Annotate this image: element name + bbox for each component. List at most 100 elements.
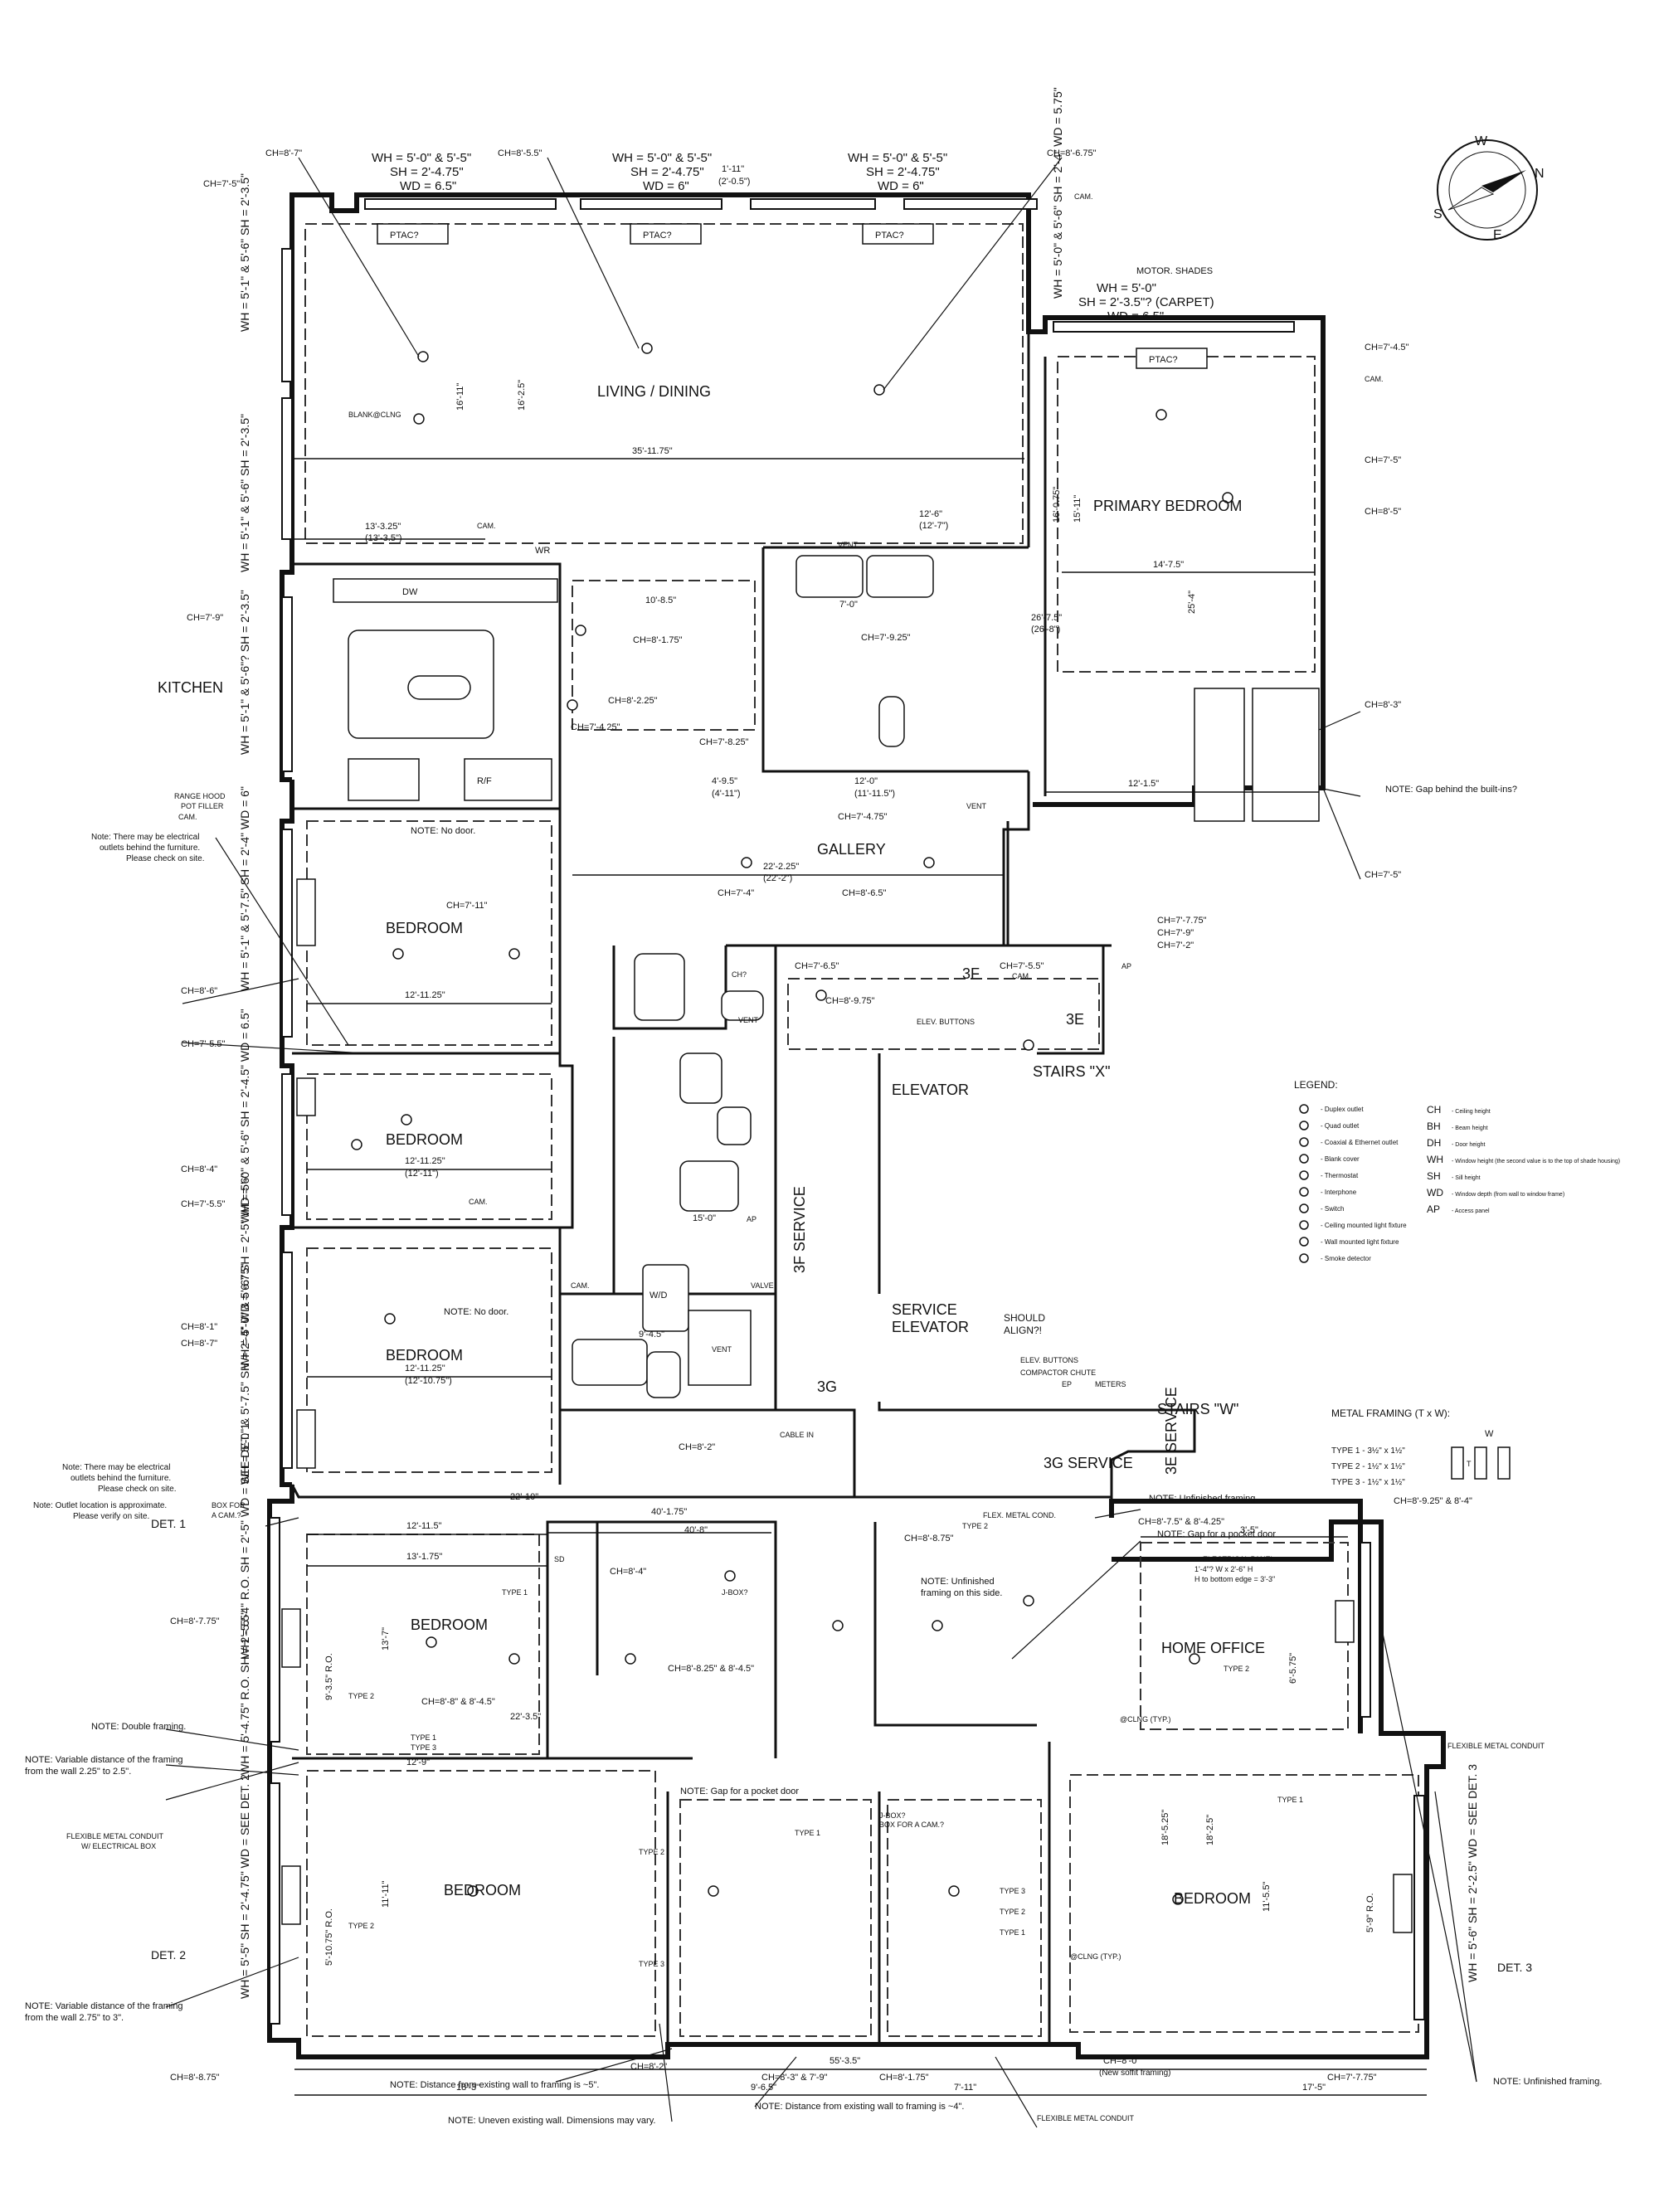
dim-27: 12'-11.5" (406, 1521, 442, 1531)
legend-item-5: - Interphone (1321, 1189, 1357, 1196)
dim-50: 15'-0" (693, 1213, 716, 1223)
ch-18: CH=8'-8.75" (170, 2073, 220, 2083)
dim-18: (4'-11") (712, 789, 741, 799)
dim-31: 22'-3.5" (510, 1712, 541, 1722)
note-uneven-wall: NOTE: Uneven existing wall. Dimensions m… (448, 2116, 655, 2126)
framing-type-3: TYPE 3 - 1½" x 1½" (1331, 1478, 1405, 1487)
cam-label-2: CAM. (1365, 375, 1384, 383)
ceiling-light-icon (384, 1313, 396, 1325)
ch-39: CH=8'-2" (679, 1442, 715, 1452)
room-bedroom-6: BEDROOM (1174, 1890, 1251, 1907)
type1-label-1: TYPE 1 (502, 1588, 528, 1597)
note-soffit: (New soffit framing) (1099, 2069, 1171, 2078)
dim-13: (26'-8") (1031, 625, 1060, 634)
window-spec-pb2: SH = 2'-3.5"? (CARPET) (1078, 295, 1214, 309)
room-bedroom-1: BEDROOM (386, 920, 463, 936)
window-spec-v2: WH = 5'-1" & 5'-6" SH = 2'-3.5" (238, 414, 251, 572)
window-spec-v6: WH = 5'-0" & 5'-6" SH = 2'-5" WD = 6" (238, 1174, 251, 1369)
ap-label-2: AP (747, 1215, 757, 1223)
type3-label-1: TYPE 3 (411, 1743, 436, 1752)
legend-item-1: - Quad outlet (1321, 1122, 1360, 1130)
note-unfinished-framing-3: NOTE: Unfinished framing. (1493, 2077, 1602, 2087)
type1-label-3: TYPE 1 (1277, 1796, 1303, 1804)
legend-code-desc-dh: - Door height (1452, 1142, 1486, 1148)
ceiling-light-icon (413, 413, 425, 425)
det-2: DET. 2 (151, 1948, 186, 1962)
cable-in-label: CABLE IN (780, 1431, 814, 1439)
framing-title: METAL FRAMING (T x W): (1331, 1407, 1450, 1419)
vent-label-4: VENT (712, 1345, 732, 1354)
cam-label-3: CAM. (178, 813, 197, 821)
legend-code-desc-ap: - Access panel (1452, 1208, 1490, 1214)
ch-36: CH=7'-4.25" (571, 722, 620, 732)
type3-label-2: TYPE 3 (1000, 1887, 1025, 1895)
ch-44: CH=7'-7.75" (1327, 2073, 1377, 2083)
window-spec-v10: WH = 5'-5" SH = 2'-4.75" WD = SEE DET. 2 (238, 1774, 251, 1999)
dim-52: 1'-11" (722, 164, 744, 174)
legend-item-3: - Blank cover (1321, 1155, 1360, 1163)
washer-dryer-label: W/D (649, 1291, 667, 1300)
room-3f-service: 3F SERVICE (791, 1186, 808, 1273)
legend-symbol-0 (1299, 1104, 1309, 1114)
type1-label-2: TYPE 1 (411, 1733, 436, 1742)
ceiling-light-icon (401, 1114, 412, 1125)
room-gallery: GALLERY (817, 841, 886, 858)
ch-41: CH=8'-1.75" (879, 2073, 929, 2083)
ch-24: CH=7'-7.75" (1157, 916, 1207, 926)
legend-code-sh: SH (1427, 1170, 1441, 1182)
window-spec-2b: SH = 2'-4.75" (630, 165, 704, 179)
room-primary-bedroom: PRIMARY BEDROOM (1093, 498, 1242, 514)
note-box-cam-b: A CAM.? (212, 1511, 241, 1519)
legend-code-wh: WH (1427, 1154, 1443, 1165)
note-distance-5: NOTE: Distance from existing wall to fra… (390, 2080, 599, 2090)
ceiling-light-icon (932, 1620, 943, 1631)
ptac-label-2: PTAC? (643, 231, 672, 241)
room-3e: 3E (1066, 1011, 1084, 1028)
note-outlets-1b: outlets behind the furniture. (100, 843, 200, 853)
ceiling-light-icon (1023, 1039, 1034, 1051)
window-spec-v4: WH = 5'-1" & 5'-7.5" SH = 2'-4" WD = 6" (238, 786, 251, 991)
window-spec-1b: SH = 2'-4.75" (390, 165, 464, 179)
dim-40: 11'-11" (381, 1880, 391, 1908)
ceiling-light-icon (575, 625, 586, 636)
compass-w: W (1475, 134, 1488, 148)
note-panel-b: 1'-4"? W x 2'-6" H (1194, 1565, 1253, 1573)
dim-53: (2'-0.5") (718, 177, 750, 187)
ch-16: CH=8'-7" (181, 1339, 217, 1349)
legend-code-desc-bh: - Beam height (1452, 1125, 1488, 1131)
clng-label-1: @CLNG (TYP.) (1120, 1715, 1170, 1723)
ch-15: CH=8'-1" (181, 1322, 217, 1332)
dim-51: 9'-4.5" (639, 1330, 664, 1339)
legend-code-ch: CH (1427, 1104, 1441, 1116)
legend-code-desc-sh: - Sill height (1452, 1175, 1481, 1181)
room-3e-service: 3E SERVICE (1163, 1387, 1180, 1475)
type2-label-3: TYPE 2 (1224, 1665, 1249, 1673)
legend-symbol-2 (1299, 1137, 1309, 1147)
room-elevator: ELEVATOR (892, 1082, 969, 1098)
dim-42: 18'-5.25" (1160, 1810, 1170, 1845)
type2-label-2: TYPE 2 (348, 1692, 374, 1700)
note-no-door-1: NOTE: No door. (411, 826, 475, 836)
cam-label-1: CAM. (1074, 192, 1093, 201)
sd-label: SD (554, 1555, 565, 1563)
legend-symbol-1 (1299, 1121, 1309, 1130)
ch-2: CH=8'-5.5" (498, 148, 542, 158)
ptac-label-3: PTAC? (875, 231, 904, 241)
note-variable-1b: from the wall 2.25" to 2.5". (25, 1767, 131, 1777)
cam-label-6: CAM. (477, 522, 496, 530)
note-variable-1a: NOTE: Variable distance of the framing (25, 1755, 183, 1765)
legend-code-desc-wd: - Window depth (from wall to window fram… (1452, 1192, 1564, 1198)
room-home-office: HOME OFFICE (1161, 1640, 1265, 1656)
ceiling-light-icon (1222, 492, 1233, 503)
window-spec-v3: WH = 5'-1" & 5'-6"? SH = 2'-3.5" (238, 590, 251, 755)
ceiling-light-icon (392, 948, 404, 960)
windows-top (364, 198, 1295, 333)
compass-n: N (1535, 167, 1545, 181)
ch-34: CH=8'-1.75" (633, 635, 683, 645)
window-spec-v5: WH = 5'-0" & 5'-6" SH = 2'-4.5" WD = 6.5… (238, 1009, 251, 1223)
ch-unknown-label: CH? (732, 970, 747, 979)
clng-label-2: @CLNG (TYP.) (1070, 1952, 1121, 1961)
dim-39: 5'-10.75" R.O. (324, 1908, 334, 1966)
valve-label: VALVE (751, 1281, 774, 1290)
ch-21: CH=8'-8.25" & 8'-4.5" (668, 1664, 754, 1674)
